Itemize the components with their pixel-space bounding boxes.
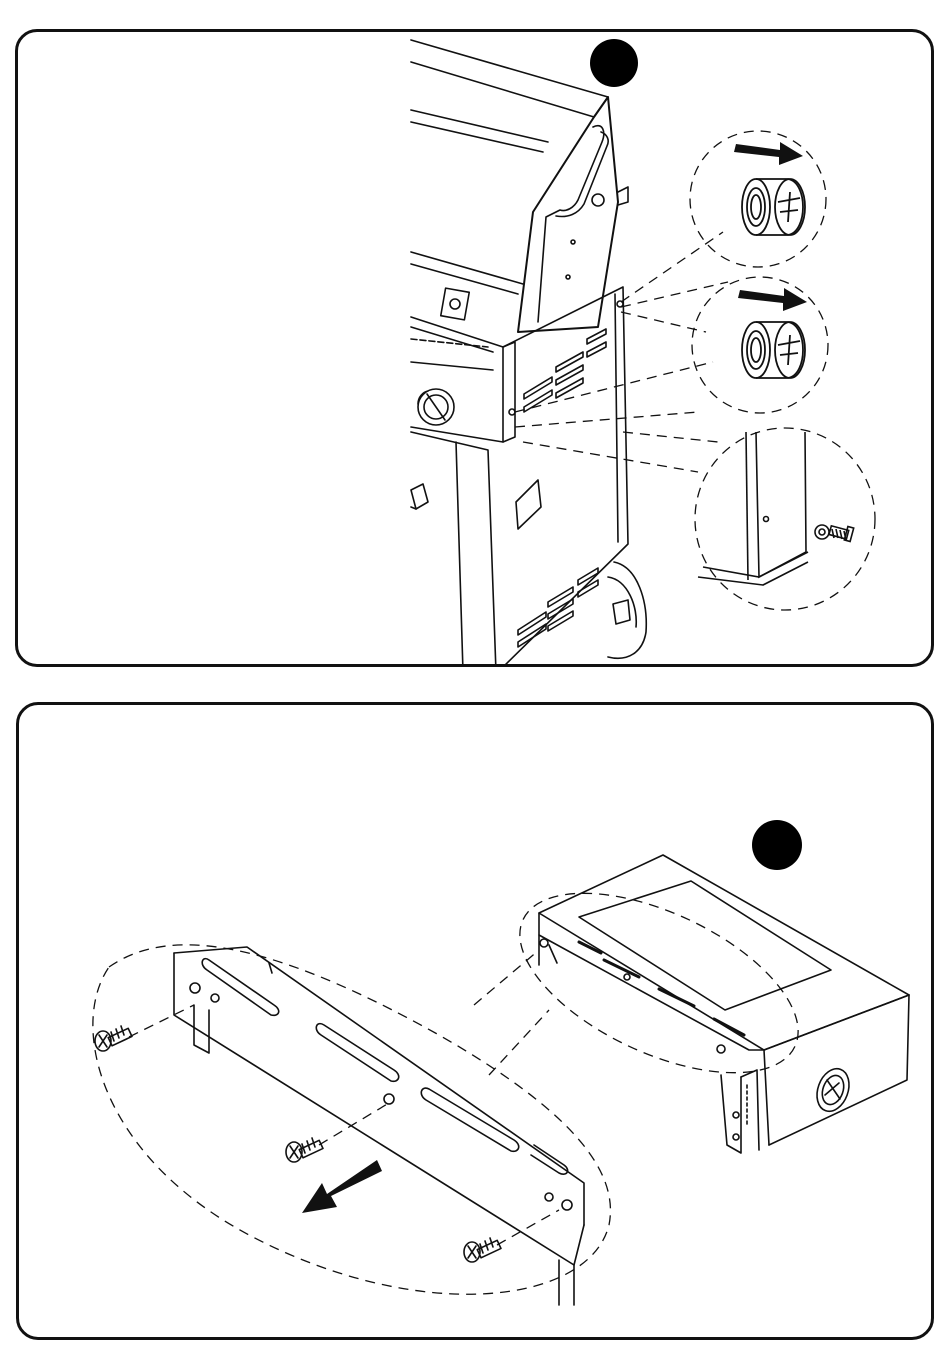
front-bracket bbox=[174, 947, 584, 1305]
wheel-icon bbox=[608, 562, 646, 658]
cart-frame bbox=[411, 432, 496, 664]
washer-icon bbox=[815, 525, 829, 539]
screw-icon bbox=[464, 1238, 501, 1262]
pull-arrow-icon bbox=[302, 1160, 382, 1213]
side-shelf-illustration bbox=[19, 705, 931, 1337]
pull-arrow-icon bbox=[734, 142, 803, 165]
knob-icon bbox=[418, 389, 454, 425]
screw-icon bbox=[742, 322, 805, 378]
detail-screw-2 bbox=[738, 288, 807, 378]
step-panel-1 bbox=[15, 29, 934, 667]
screw-icon bbox=[95, 1026, 132, 1051]
grill-lid bbox=[411, 40, 628, 332]
screw-icon bbox=[742, 179, 805, 235]
detail-frame-screw bbox=[698, 432, 854, 585]
callout-lines bbox=[93, 856, 825, 1294]
detail-screw-1 bbox=[734, 142, 805, 235]
side-panel bbox=[498, 287, 628, 664]
screw-icon bbox=[829, 526, 854, 542]
grill-side-illustration bbox=[18, 32, 931, 664]
step-panel-2 bbox=[16, 702, 934, 1340]
pull-arrow-icon bbox=[738, 288, 807, 311]
side-shelf bbox=[539, 855, 909, 1153]
control-panel bbox=[411, 288, 515, 442]
screw-icon bbox=[286, 1138, 323, 1162]
